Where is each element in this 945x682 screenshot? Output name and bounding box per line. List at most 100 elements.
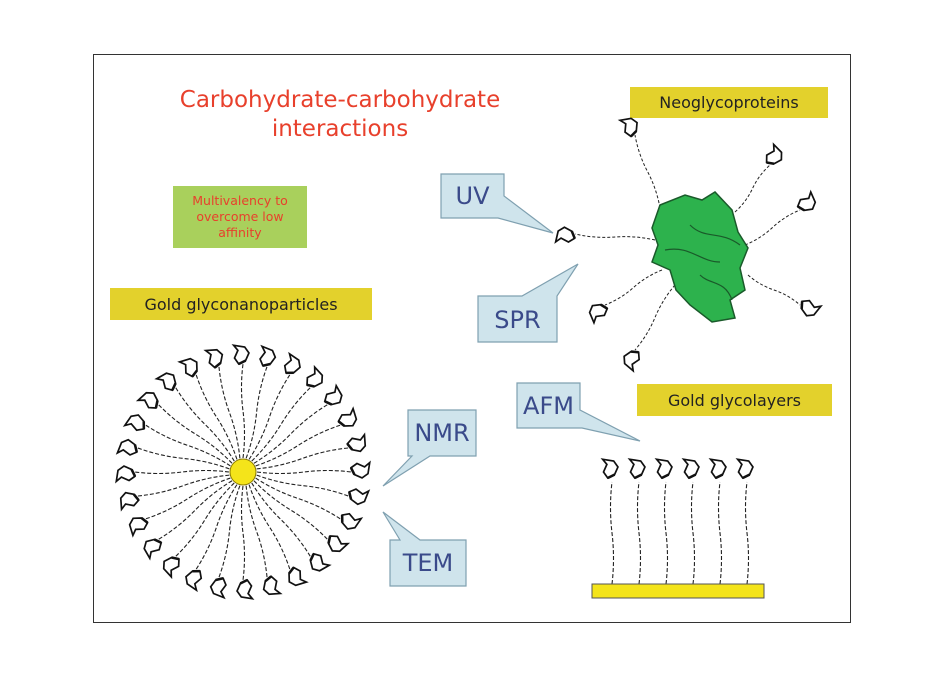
sugar-ring-icon: [554, 225, 577, 245]
sugar-ring-icon: [301, 365, 328, 393]
slide-title: Carbohydrate-carbohydrate interactions: [179, 87, 501, 142]
spr-callout: [477, 263, 579, 343]
linker-chain: [158, 404, 233, 464]
sugar-ring-icon: [682, 458, 701, 480]
linker-chain: [248, 374, 291, 460]
sugar-ring-icon: [618, 114, 642, 140]
linker-chain: [609, 481, 615, 585]
linker-chain: [747, 274, 801, 306]
gold-glycolayer-figure: [591, 458, 765, 599]
linker-chain: [251, 482, 311, 557]
nmr-label: NMR: [414, 419, 470, 447]
sugar-ring-icon: [123, 410, 150, 435]
linker-chain: [175, 387, 235, 462]
gold-glyconanoparticles-label: Gold glyconanoparticles: [110, 288, 372, 320]
sugar-ring-icon: [235, 578, 254, 600]
linker-chain: [248, 484, 291, 570]
linker-chain: [734, 164, 771, 213]
sugar-ring-icon: [283, 563, 308, 591]
linker-chain: [251, 387, 311, 462]
sugar-ring-icon: [280, 352, 305, 379]
linker-chain: [137, 474, 230, 497]
sugar-ring-icon: [761, 143, 788, 170]
sugar-ring-icon: [322, 530, 350, 557]
sugar-ring-icon: [178, 353, 203, 381]
sugar-ring-icon: [204, 345, 227, 371]
linker-chain: [240, 363, 246, 459]
multivalency-box: Multivalency to overcome low affinity: [173, 186, 307, 248]
neoglycoprotein-figure: [554, 114, 823, 373]
linker-chain: [256, 469, 352, 475]
linker-chain: [744, 481, 750, 585]
sugar-ring-icon: [345, 485, 370, 508]
tem-label: TEM: [402, 549, 454, 577]
sugar-ring-icon: [207, 574, 230, 599]
gold-glycolayers-label: Gold glycolayers: [637, 384, 832, 416]
linker-chain: [690, 481, 696, 585]
sugar-ring-icon: [232, 344, 251, 366]
sugar-ring-icon: [709, 458, 728, 480]
multivalency-text: Multivalency to overcome low affinity: [192, 193, 288, 240]
sugar-ring-icon: [259, 573, 282, 599]
sugar-ring-icon: [584, 298, 612, 325]
linker-chain: [256, 474, 349, 497]
uv-label: UV: [455, 182, 490, 210]
neoglycoproteins-label: Neoglycoproteins: [630, 87, 828, 118]
linker-chain: [145, 477, 231, 520]
linker-chain: [253, 404, 328, 464]
linker-chain: [744, 209, 801, 246]
spr-label: SPR: [494, 306, 541, 334]
sugar-ring-icon: [655, 458, 674, 480]
linker-chain: [574, 233, 656, 241]
sugar-ring-icon: [116, 488, 142, 511]
sugar-ring-icon: [136, 387, 164, 414]
sugar-ring-icon: [344, 433, 370, 456]
sugar-ring-icon: [116, 436, 141, 459]
sugar-ring-icon: [736, 458, 755, 480]
linker-chain: [145, 424, 231, 467]
linker-chain: [717, 481, 723, 585]
sugar-ring-icon: [181, 565, 206, 592]
linker-chain: [255, 424, 341, 467]
linker-chain: [634, 284, 676, 351]
linker-chain: [218, 366, 241, 459]
linker-chain: [240, 485, 246, 581]
slide-frame: [93, 54, 851, 623]
sugar-ring-icon: [793, 190, 821, 217]
sugar-ring-icon: [336, 509, 363, 534]
sugar-ring-icon: [115, 464, 137, 483]
linker-chain: [253, 480, 328, 540]
sugar-ring-icon: [334, 407, 362, 432]
linker-chain: [245, 485, 268, 578]
linker-chain: [195, 484, 238, 570]
linker-chain: [134, 469, 230, 475]
linker-chain: [256, 447, 349, 470]
tem-callout: [382, 511, 467, 587]
gold-nanoparticle-figure: [115, 344, 371, 600]
uv-callout: [440, 173, 554, 234]
linker-chain: [634, 134, 661, 209]
sugar-ring-icon: [618, 345, 645, 373]
sugar-ring-icon: [795, 295, 823, 321]
sugar-ring-icon: [349, 461, 371, 480]
sugar-ring-icon: [158, 551, 185, 579]
sugar-ring-icon: [256, 345, 279, 370]
gold-surface: [591, 583, 765, 599]
sugar-ring-icon: [601, 458, 620, 480]
linker-chain: [604, 269, 663, 306]
linker-chain: [137, 447, 230, 470]
nmr-callout: [382, 409, 477, 487]
linker-chain: [158, 480, 233, 540]
afm-label: AFM: [523, 391, 574, 420]
linker-chain: [663, 481, 669, 585]
sugar-ring-icon: [124, 512, 152, 537]
gold-core: [229, 458, 257, 486]
linker-chain: [175, 482, 235, 557]
afm-callout: [516, 382, 641, 442]
linker-chain: [636, 481, 642, 585]
linker-chain: [218, 485, 241, 578]
linker-chain: [195, 374, 238, 460]
linker-chain: [255, 477, 341, 520]
linker-chain: [245, 366, 268, 459]
